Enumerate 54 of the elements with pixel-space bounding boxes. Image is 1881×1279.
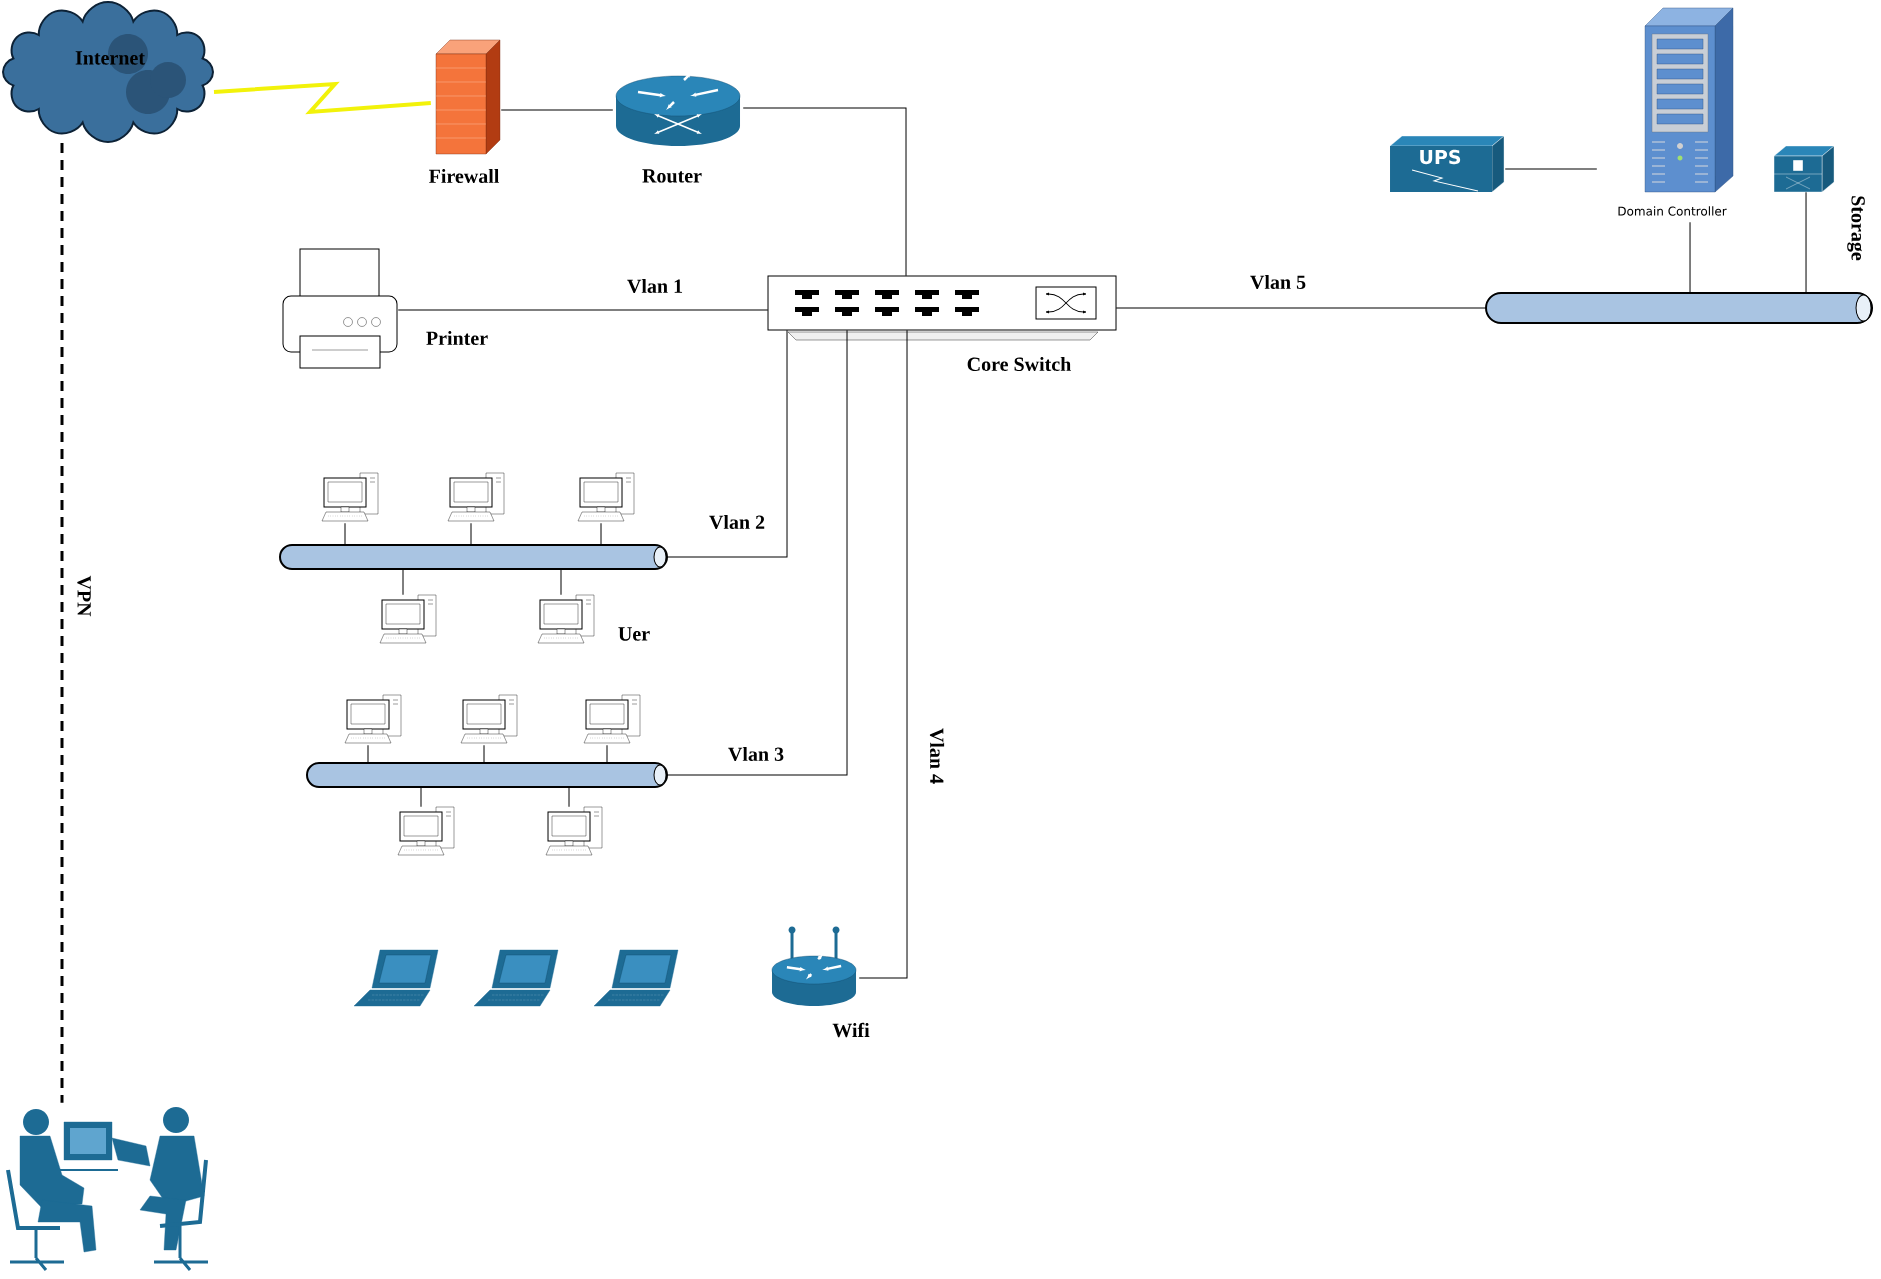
connector-line xyxy=(568,786,570,808)
group-label: Uer xyxy=(618,627,650,641)
connector-line xyxy=(606,744,608,764)
network-bus xyxy=(306,762,668,788)
edge-label: Vlan 4 xyxy=(929,728,945,784)
connector-line xyxy=(1115,307,1487,309)
connector-line xyxy=(1504,168,1598,170)
users-at-computers-drawing xyxy=(6,1107,210,1272)
network-bus xyxy=(1485,292,1874,324)
connector-line xyxy=(858,329,908,979)
device-label: Core Switch xyxy=(967,356,1071,372)
connector-line xyxy=(600,522,602,546)
computer-icon xyxy=(379,594,437,644)
device-label: Internet xyxy=(75,51,145,65)
device-label: Printer xyxy=(426,330,488,346)
vpn-link xyxy=(60,143,64,1103)
connector-line xyxy=(1689,221,1691,294)
edge-label: VPN xyxy=(77,575,91,617)
laptop-icon xyxy=(593,949,679,1007)
computer-icon xyxy=(545,806,603,856)
device-label: Storage xyxy=(1847,196,1865,261)
device-label: Wifi xyxy=(832,1022,870,1038)
device-label: Firewall xyxy=(429,168,500,184)
connector-line xyxy=(742,107,907,277)
device-label: Router xyxy=(642,169,702,183)
computer-icon xyxy=(344,694,402,744)
computer-icon xyxy=(583,694,641,744)
computer-icon xyxy=(397,806,455,856)
laptop-icon xyxy=(353,949,439,1007)
connector-line xyxy=(666,329,788,558)
computer-icon xyxy=(537,594,595,644)
connector-line xyxy=(344,522,346,546)
connector-line xyxy=(402,568,404,596)
connector-line xyxy=(367,744,369,764)
connector-line xyxy=(397,309,769,311)
computer-icon xyxy=(447,472,505,522)
computer-icon xyxy=(321,472,379,522)
laptop-icon xyxy=(473,949,559,1007)
connector-line xyxy=(560,568,562,596)
device-label: Domain Controller xyxy=(1618,206,1727,216)
connector-line xyxy=(420,786,422,808)
edge-label: Vlan 2 xyxy=(709,514,765,530)
connector-line xyxy=(470,522,472,546)
connector-line xyxy=(1805,191,1807,294)
edge-label: Vlan 1 xyxy=(627,278,683,294)
edge-label: Vlan 5 xyxy=(1250,274,1306,290)
network-bus xyxy=(279,544,668,570)
connector-line xyxy=(483,744,485,764)
lightning-link xyxy=(213,81,431,115)
connector-line xyxy=(666,329,848,776)
edge-label: Vlan 3 xyxy=(728,746,784,762)
connector-line xyxy=(500,109,614,111)
computer-icon xyxy=(577,472,635,522)
computer-icon xyxy=(460,694,518,744)
